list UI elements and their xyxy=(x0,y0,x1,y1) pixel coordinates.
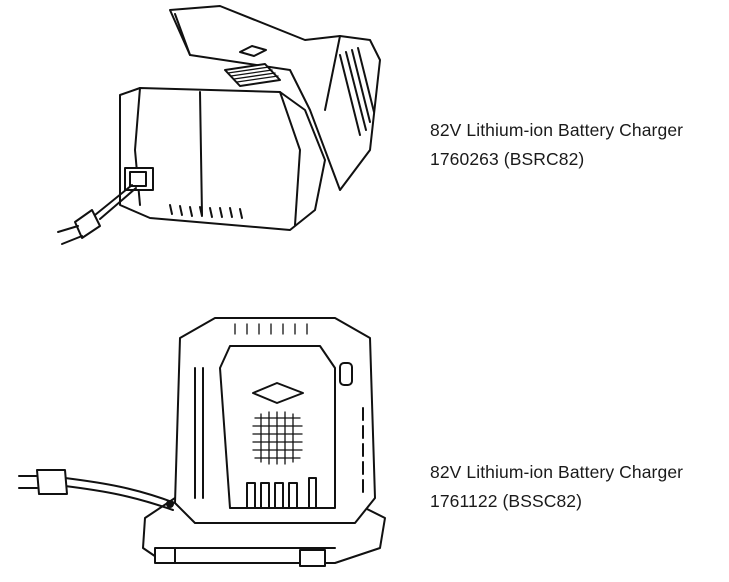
rapid-charger-illustration xyxy=(40,0,410,270)
product-title: 82V Lithium-ion Battery Charger xyxy=(430,462,684,482)
standard-charger-illustration xyxy=(15,308,415,578)
product-entry-standard-charger: 82V Lithium-ion Battery Charger 1761122 … xyxy=(0,290,729,582)
product-title: 82V Lithium-ion Battery Charger xyxy=(430,120,684,140)
product-entry-rapid-charger: 82V Lithium-ion Battery Charger 1760263 … xyxy=(0,0,729,290)
product-model-number: 1761122 (BSSC82) xyxy=(430,491,583,511)
product-model-number: 1760263 (BSRC82) xyxy=(430,149,585,169)
product-caption: 82V Lithium-ion Battery Charger 1760263 … xyxy=(430,116,683,174)
product-caption: 82V Lithium-ion Battery Charger 1761122 … xyxy=(430,458,683,516)
